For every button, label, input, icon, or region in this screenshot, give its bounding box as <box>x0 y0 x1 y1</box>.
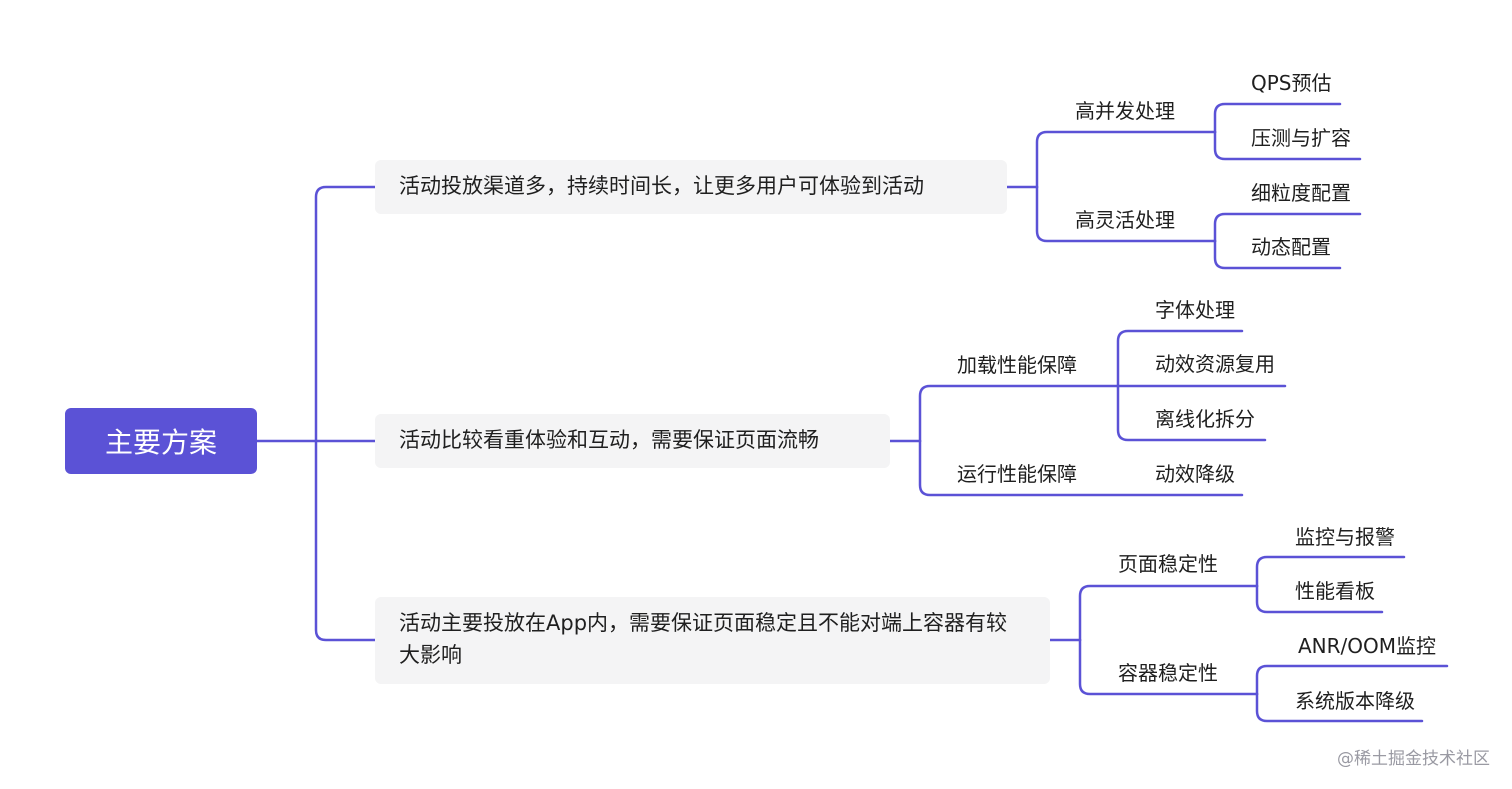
connector-line-2 <box>314 185 377 443</box>
connector-line-13 <box>1213 239 1342 270</box>
leaf-anr-oom-monitor[interactable]: ANR/OOM监控 <box>1298 634 1437 658</box>
leaf-qps-estimate[interactable]: QPS预估 <box>1251 71 1332 95</box>
connector-line-16 <box>918 439 1244 497</box>
leaf-offline-split[interactable]: 离线化拆分 <box>1155 407 1255 431</box>
connector-line-12 <box>1213 212 1362 243</box>
subbranch-page-stability[interactable]: 页面稳定性 <box>1118 552 1218 576</box>
leaf-font-handling[interactable]: 字体处理 <box>1155 298 1235 322</box>
connector-line-26 <box>1255 584 1384 614</box>
leaf-monitor-alert[interactable]: 监控与报警 <box>1295 525 1395 549</box>
connector-line-4 <box>314 439 377 642</box>
connector-line-20 <box>1116 384 1267 442</box>
connector-line-25 <box>1255 555 1406 588</box>
watermark: @稀土掘金技术社区 <box>1337 749 1490 769</box>
root-node[interactable]: 主要方案 <box>65 408 257 474</box>
leaf-performance-dashboard[interactable]: 性能看板 <box>1295 579 1375 603</box>
connector-line-29 <box>1255 692 1424 723</box>
leaf-system-version-downgrade[interactable]: 系统版本降级 <box>1295 689 1415 713</box>
connector-line-22 <box>1078 584 1259 642</box>
connector-line-23 <box>1078 638 1259 696</box>
connector-line-18 <box>1116 329 1244 388</box>
connector-line-15 <box>918 384 1120 443</box>
connector-line-7 <box>1035 185 1217 243</box>
subbranch-container-stability[interactable]: 容器稳定性 <box>1118 661 1218 685</box>
connector-line-28 <box>1255 664 1449 696</box>
connector-line-9 <box>1213 102 1342 134</box>
leaf-load-test-scaling[interactable]: 压测与扩容 <box>1251 126 1351 150</box>
leaf-animation-downgrade[interactable]: 动效降级 <box>1155 462 1235 486</box>
subbranch-high-concurrency[interactable]: 高并发处理 <box>1075 99 1175 123</box>
connector-line-10 <box>1213 130 1362 161</box>
leaf-fine-grained-config[interactable]: 细粒度配置 <box>1251 181 1351 205</box>
connector-line-6 <box>1035 130 1217 189</box>
subbranch-load-performance[interactable]: 加载性能保障 <box>957 353 1077 377</box>
branch-node-2[interactable]: 活动比较看重体验和互动，需要保证页面流畅 <box>375 414 890 468</box>
branch-node-3[interactable]: 活动主要投放在App内，需要保证页面稳定且不能对端上容器有较大影响 <box>375 597 1050 684</box>
leaf-dynamic-config[interactable]: 动态配置 <box>1251 235 1331 259</box>
subbranch-runtime-performance[interactable]: 运行性能保障 <box>957 462 1077 486</box>
subbranch-high-flexibility[interactable]: 高灵活处理 <box>1075 208 1175 232</box>
leaf-animation-reuse[interactable]: 动效资源复用 <box>1155 352 1275 376</box>
branch-node-1[interactable]: 活动投放渠道多，持续时间长，让更多用户可体验到活动 <box>375 160 1007 214</box>
